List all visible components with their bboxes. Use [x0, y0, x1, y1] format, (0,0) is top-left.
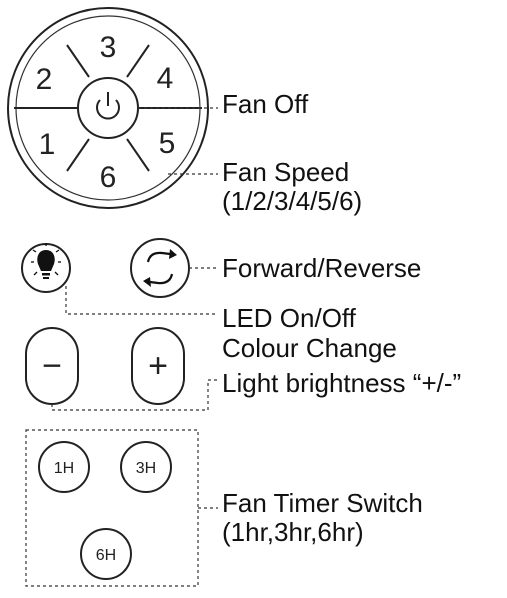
forward-reverse-label: Forward/Reverse	[222, 253, 422, 283]
power-icon	[96, 92, 120, 120]
led-on-off-label: LED On/Off	[222, 303, 356, 333]
brightness-up-button[interactable]: +	[131, 327, 185, 405]
light-bulb-icon	[31, 243, 61, 279]
led-button[interactable]	[21, 243, 71, 293]
keypad-outer-ring	[7, 7, 209, 209]
leader-lines	[51, 107, 218, 509]
timer-1h-label: 1H	[54, 460, 74, 477]
fan-timer-values-label: (1hr,3hr,6hr)	[222, 517, 364, 547]
plus-symbol: +	[148, 347, 168, 385]
speed-button-1[interactable]: 1	[39, 128, 56, 161]
fan-timer-switch-label: Fan Timer Switch	[222, 488, 423, 518]
brightness-down-button[interactable]: −	[25, 327, 79, 405]
timer-button-6h[interactable]: 6H	[80, 528, 132, 580]
reverse-arrowhead	[169, 249, 177, 259]
speed-button-4[interactable]: 4	[157, 62, 174, 95]
minus-symbol: −	[42, 347, 62, 385]
fan-speed-label: Fan Speed	[222, 157, 350, 187]
timer-3h-label: 3H	[136, 460, 156, 477]
forward-arrowhead	[143, 277, 151, 287]
reverse-button[interactable]	[130, 238, 190, 298]
reverse-arrows-icon	[146, 251, 174, 285]
colour-change-label: Colour Change	[222, 333, 397, 363]
timer-button-1h[interactable]: 1H	[38, 441, 90, 493]
speed-button-2[interactable]: 2	[36, 63, 53, 96]
speed-button-3[interactable]: 3	[100, 31, 117, 64]
leader-brightness	[51, 379, 218, 411]
speed-button-5[interactable]: 5	[159, 127, 176, 160]
timer-6h-label: 6H	[96, 547, 116, 564]
light-brightness-label: Light brightness “+/-”	[222, 368, 462, 398]
speed-button-6[interactable]: 6	[100, 161, 117, 194]
power-button[interactable]	[77, 77, 139, 139]
speed-keypad: 3 2 4 1 5 6	[7, 7, 209, 209]
timer-button-3h[interactable]: 3H	[120, 441, 172, 493]
timer-group-box	[25, 429, 199, 587]
fan-off-label: Fan Off	[222, 89, 309, 119]
fan-speed-values-label: (1/2/3/4/5/6)	[222, 186, 363, 216]
